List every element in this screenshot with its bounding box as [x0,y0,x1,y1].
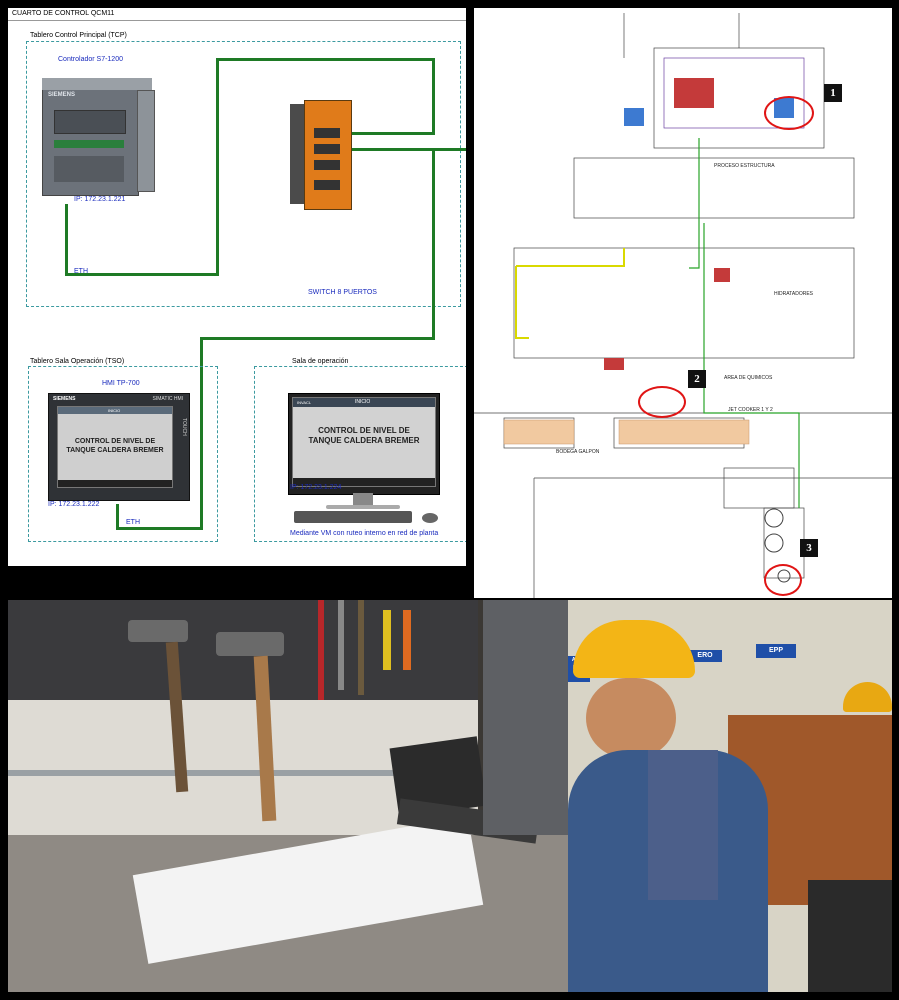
monitor-brand: INVACL [297,400,312,405]
wire-switch-plant [352,148,466,151]
marker-2: 2 [688,370,706,388]
label-quimicos: AREA DE QUIMICOS [724,375,773,381]
controller-ip: IP: 172.23.1.221 [74,196,126,203]
wire-plc-riser [216,58,219,276]
operation-room-title: Sala de operación [292,358,349,365]
plant-layout-panel: BODEGA GALPON AREA DE QUIMICOS JET COOKE… [474,8,892,598]
title-rule [8,20,466,21]
hmi-ip: IP: 172.23.1.222 [48,501,100,508]
label-warehouse: BODEGA GALPON [556,449,600,455]
keyboard [294,511,412,523]
hmi-panel: SIEMENS SIMATIC HMI INICIO CONTROL DE NI… [48,393,190,501]
tcp-section [26,41,461,307]
marker-ring-2 [638,386,686,418]
worker-head [586,678,676,758]
hmi-header: INICIO [108,408,121,413]
label-hidratadores: HIDRATADORES [774,291,813,297]
wire-hmi-bottom [117,527,203,530]
vm-note: Mediante VM con ruteo interno en red de … [290,530,439,537]
plant-layout-drawing [474,13,892,598]
hmi-brand: SIEMENS [53,396,76,402]
sign-epp: EPP [756,644,796,658]
controller-label: Controlador S7-1200 [58,56,123,63]
tcp-eth-label: ETH [74,268,88,275]
wire-plc-down [65,204,68,274]
monitor-header: INICIO [355,399,371,405]
workshop-photo: EPP AREA LIMP ERO [8,600,892,992]
shelving-unit [483,600,568,835]
tso-section [28,366,218,542]
marker-ring-1 [764,96,814,130]
tcp-title: Tablero Control Principal (TCP) [30,32,127,39]
label-estructuras: PROCESO ESTRUCTURA [714,163,775,169]
operator-monitor: INVACL INICIO CONTROL DE NIVEL DE TANQUE… [288,393,440,495]
wire-switch-down [432,148,435,338]
mouse [422,513,438,523]
plc-brand: SIEMENS [48,92,76,98]
wire-top-drop [432,58,435,134]
network-diagram-panel: CUARTO DE CONTROL QCM11 Tablero Control … [8,8,466,566]
marker-3: 3 [800,539,818,557]
marker-ring-3 [764,564,802,596]
marker-1: 1 [824,84,842,102]
control-room-title: CUARTO DE CONTROL QCM11 [12,10,115,17]
hmi-label: HMI TP-700 [102,380,140,387]
operation-room-section [254,366,466,542]
plc-controller: SIEMENS [42,78,155,196]
monitor-base [326,505,400,509]
wire-switch-port1 [352,132,435,135]
wire-hmi-up [116,504,119,530]
label-jet-cooker: JET COOKER 1 Y 2 [728,407,773,413]
worker-vest [648,750,718,900]
hmi-model: SIMATIC HMI [152,396,183,402]
tso-title: Tablero Sala Operación (TSO) [30,358,125,365]
wire-hmi-run [200,337,435,340]
conduit-pipe [8,770,478,776]
wire-hmi-drop [200,337,203,529]
switch-label: SWITCH 8 PUERTOS [308,289,377,296]
monitor-stand [353,493,373,507]
hmi-screen-text: CONTROL DE NIVEL DE TANQUE CALDERA BREME… [66,438,164,454]
wire-top-run [216,58,434,61]
pliers-rack [308,600,428,710]
sledgehammer-head-2 [216,632,284,656]
sledgehammer-head-1 [128,620,188,642]
monitor-screen-text: CONTROL DE NIVEL DE TANQUE CALDERA BREME… [308,426,420,445]
wire-plc-bottom [65,273,217,276]
operation-ip: IP: 172.23.1.224 [290,484,342,491]
sign-right: ERO [688,650,722,662]
ethernet-switch [290,100,352,210]
hmi-touch: TOUCH [181,418,187,436]
chair [808,880,892,992]
hard-hat [573,620,695,678]
tso-eth-label: ETH [126,519,140,526]
